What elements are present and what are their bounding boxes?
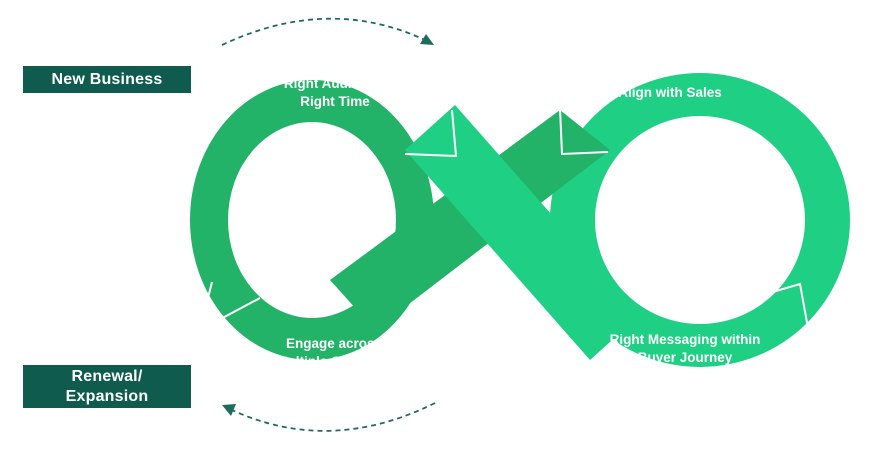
seam-top-left: [404, 109, 458, 158]
front-diagonal-band: [405, 105, 640, 360]
segment-align-sales-text: Align with Sales: [618, 85, 722, 100]
segment-right-audience: Right Audience, Right Time: [275, 75, 395, 111]
segment-align-sales: Align with Sales: [610, 84, 730, 102]
seam-bottom-right: [751, 282, 809, 329]
top-dashed-arrow: [221, 17, 426, 46]
renewal-text-line1: Renewal/: [71, 367, 143, 385]
segment-engage-channels: Engage across Multiple Channels: [264, 335, 404, 371]
seam-bottom-left: [198, 281, 261, 332]
segment-right-messaging: Right Messaging within Buyer Journey: [595, 331, 775, 367]
renewal-expansion-label: Renewal/ Expansion: [23, 365, 191, 408]
segment-right-audience-line1: Right Audience,: [283, 76, 387, 91]
segment-engage-line2: Multiple Channels: [276, 354, 392, 369]
top-arrowhead: [420, 34, 434, 45]
bottom-dashed-arrow: [231, 402, 436, 432]
renewal-text-line2: Expansion: [65, 387, 149, 405]
segment-engage-line1: Engage across: [285, 336, 383, 351]
new-business-label: New Business: [23, 66, 191, 93]
right-loop: [550, 73, 850, 367]
bottom-arrowhead: [222, 404, 236, 416]
seam-top-right: [559, 107, 609, 156]
segment-messaging-line2: Buyer Journey: [637, 350, 733, 365]
segment-messaging-line1: Right Messaging within: [609, 332, 761, 347]
segment-right-audience-line2: Right Time: [300, 94, 370, 109]
new-business-text: New Business: [51, 70, 163, 88]
left-loop: [190, 79, 435, 361]
